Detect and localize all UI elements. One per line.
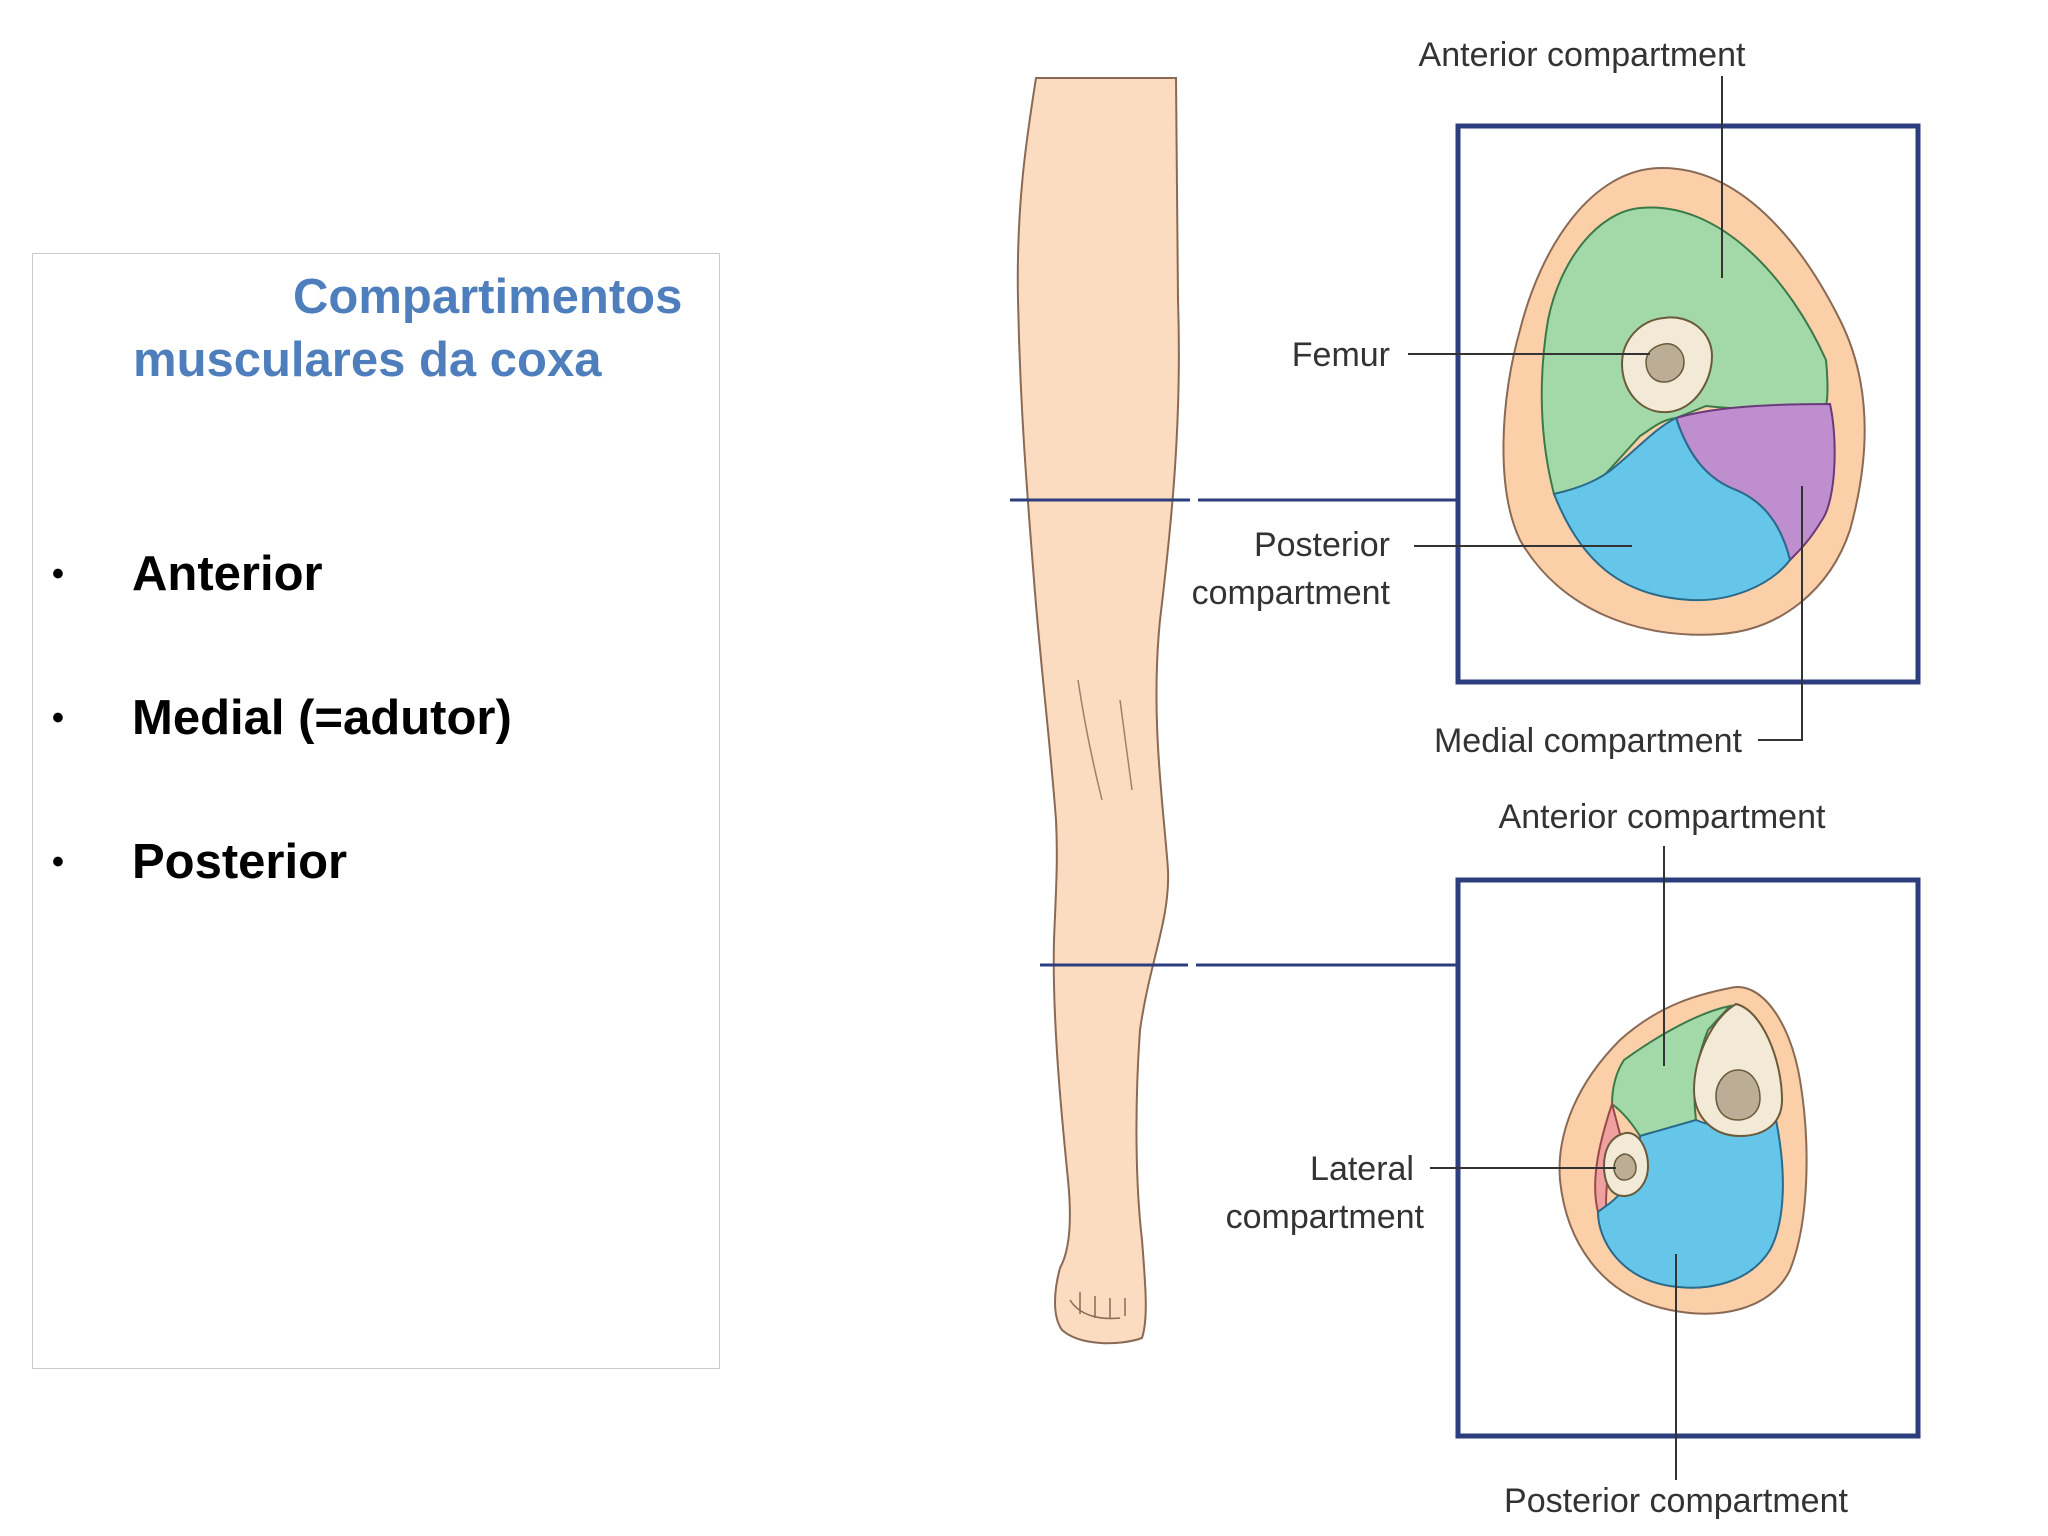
bullet-dot-icon: • (52, 843, 64, 881)
bullet-text-anterior: Anterior (132, 547, 323, 601)
posterior-compartment-thigh (1552, 416, 1792, 602)
label-thigh-posterior-line1: Posterior (1254, 526, 1390, 564)
bullet-text-posterior: Posterior (132, 835, 348, 889)
leg-cross-section (1558, 985, 1808, 1315)
bullet-text-medial: Medial (=adutor) (132, 691, 512, 745)
label-leg-anterior-compartment: Anterior compartment (1499, 798, 1826, 836)
leader-thigh-medial (1758, 486, 1803, 741)
bullet-item-anterior: • Anterior (33, 544, 512, 688)
fibula-marrow (1613, 1153, 1637, 1181)
femur-marrow (1645, 343, 1685, 383)
label-leg-lateral-line2: compartment (1226, 1198, 1425, 1236)
bullet-list: • Anterior • Medial (=adutor) • Posterior (33, 544, 512, 976)
thigh-cross-section (1502, 166, 1866, 636)
knee-crease (1077, 679, 1103, 801)
knee-crease-2 (1119, 699, 1133, 791)
label-thigh-medial-compartment: Medial compartment (1434, 722, 1743, 760)
toe-outline (1069, 1292, 1126, 1320)
title-line-2: musculares da coxa (133, 333, 602, 387)
label-leg-posterior-compartment: Posterior compartment (1504, 1482, 1848, 1520)
text-panel: Compartimentos musculares da coxa • Anter… (32, 253, 720, 1369)
bullet-item-medial: • Medial (=adutor) (33, 688, 512, 832)
label-thigh-anterior-compartment: Anterior compartment (1419, 36, 1746, 74)
bullet-dot-icon: • (52, 555, 64, 593)
label-thigh-posterior-line2: compartment (1192, 574, 1391, 612)
label-femur: Femur (1292, 336, 1390, 374)
label-leg-lateral-line1: Lateral (1310, 1150, 1414, 1188)
anterior-compartment-leg (1610, 1004, 1733, 1138)
bullet-item-posterior: • Posterior (33, 832, 512, 976)
leg-illustration (1016, 77, 1180, 1345)
bullet-dot-icon: • (52, 699, 64, 737)
leg-silhouette (1016, 77, 1180, 1345)
tibia-marrow (1715, 1069, 1761, 1121)
title-line-1: Compartimentos (293, 270, 683, 324)
slide-title: Compartimentos musculares da coxa (133, 266, 693, 392)
